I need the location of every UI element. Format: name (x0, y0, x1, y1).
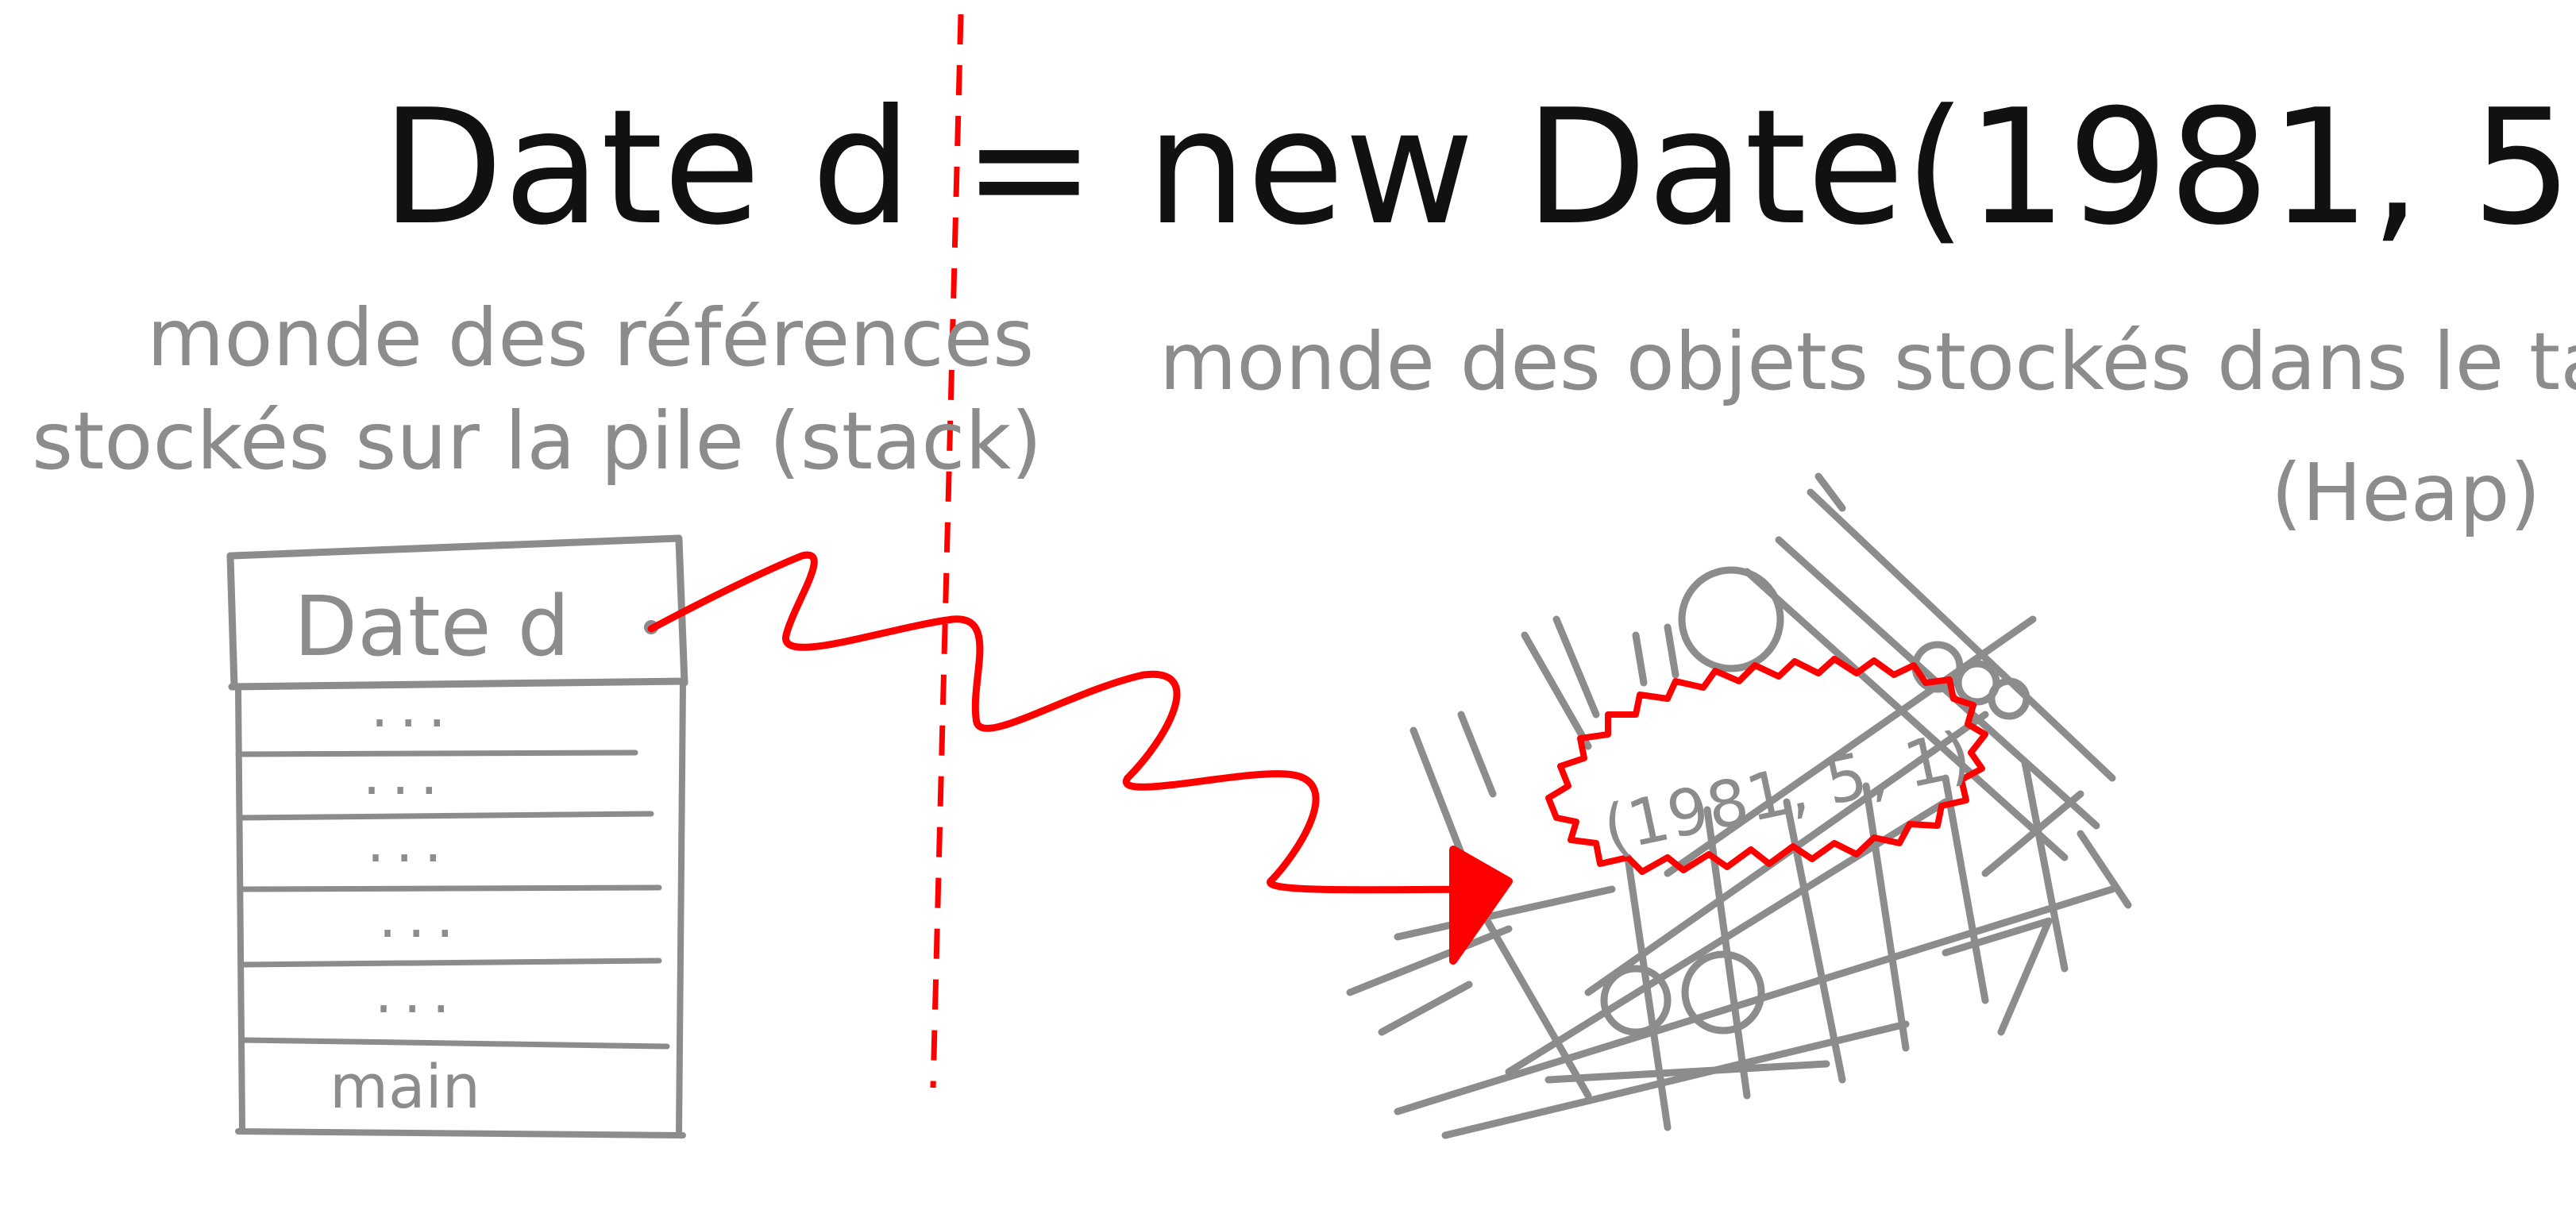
stack-frame-1: ... (365, 683, 451, 738)
heap-object-label: (1981, 5, 1) (1597, 717, 1977, 867)
right-caption-line1: monde des objets stockés dans le tas (1159, 315, 2576, 408)
stack-frame-3: ... (361, 818, 447, 873)
divider-line (930, 13, 964, 1088)
stack-frame-2: ... (357, 750, 443, 806)
stack-top-cell-border (226, 534, 688, 691)
left-caption-line1: monde des références (147, 291, 1034, 384)
heap-object-highlight (1545, 656, 1988, 875)
stack-top-cell-label: Date d (294, 578, 570, 675)
stack-main-label: main (330, 1051, 480, 1122)
stack-body-border (235, 680, 686, 1139)
left-caption-line2: stockés sur la pile (stack) (32, 395, 1042, 487)
reference-arrow (647, 551, 1497, 894)
stack-frame-4: ... (373, 893, 459, 949)
code-statement: Date d = new Date(1981, 5, 1); (381, 75, 2576, 260)
arrow-head-hatching (1450, 854, 1496, 940)
stack-diagram: Date d ... ... ... ... ... main (226, 534, 688, 1139)
right-caption-line2: (Heap) (2271, 446, 2541, 539)
stack-frame-separators (235, 749, 670, 1050)
stack-frame-5: ... (369, 969, 455, 1024)
